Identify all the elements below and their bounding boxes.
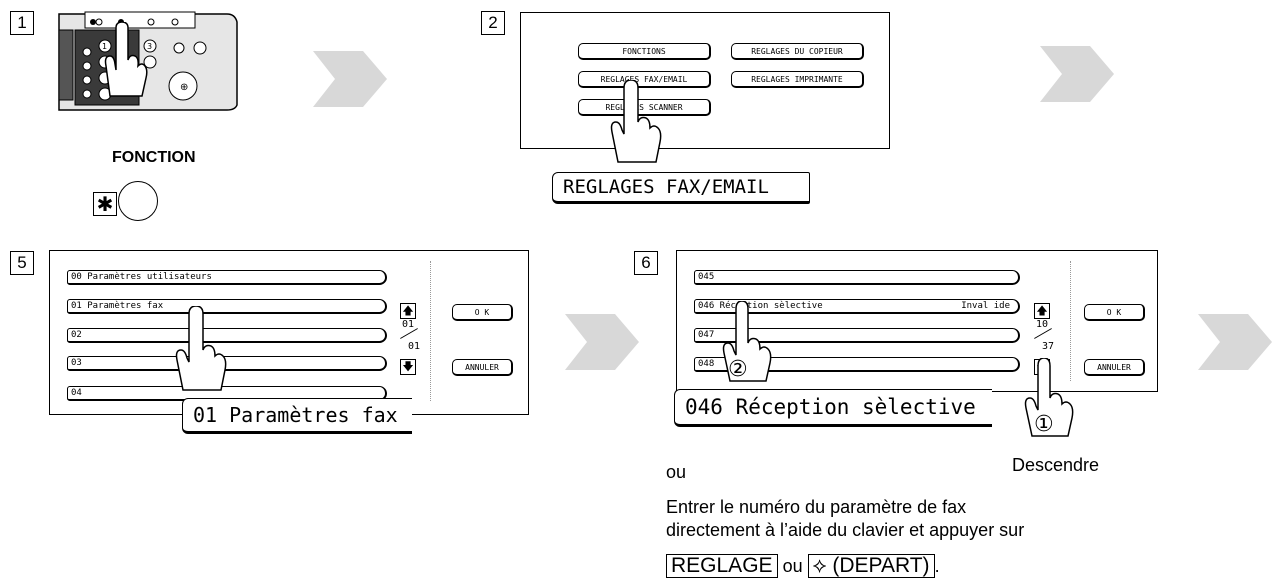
scroll-up-button[interactable]: 🡅 [1034, 303, 1050, 319]
pointing-hand-icon [169, 305, 231, 404]
asterisk-key-icon: ✱ [93, 192, 117, 216]
user-params-panel: 00 Paramètres utilisateurs 01 Paramètres… [49, 250, 529, 415]
selective-reception-callout: 046 Réception sèlective [674, 389, 992, 427]
step-1-caption: FONCTION [112, 149, 196, 166]
next-arrow-icon [1198, 314, 1272, 370]
arrow-down-icon: 🡇 [402, 359, 414, 373]
step-6-number: 6 [634, 251, 658, 275]
marker-2-icon: ② [728, 357, 748, 382]
list-item[interactable]: 02 [67, 328, 387, 343]
svg-text:1: 1 [102, 42, 107, 51]
arrow-up-icon: 🡅 [402, 303, 414, 317]
list-item[interactable]: 045 [694, 270, 1020, 285]
marker-1-icon: ① [1034, 412, 1054, 437]
pointing-hand-icon [1020, 357, 1078, 448]
page-total: 37 [1042, 341, 1055, 352]
svg-text:3: 3 [147, 42, 152, 51]
step-5-number: 5 [10, 251, 34, 275]
next-arrow-icon [313, 51, 387, 107]
menu-fonctions-button[interactable]: FONCTIONS [578, 43, 711, 60]
pointing-hand-icon [96, 21, 148, 110]
fax-email-callout: REGLAGES FAX/EMAIL [552, 172, 810, 204]
menu-scanner-button[interactable]: REGLAGES SCANNER [578, 99, 711, 116]
ok-button[interactable]: O K [1084, 304, 1145, 321]
or-text: ou [666, 462, 687, 482]
next-arrow-icon [565, 314, 639, 370]
menu-copieur-button[interactable]: REGLAGES DU COPIEUR [731, 43, 864, 60]
list-item[interactable]: 00 Paramètres utilisateurs [67, 270, 387, 285]
list-item[interactable]: 01 Paramètres fax [67, 299, 387, 314]
instruction-line-2: directement à l’aide du clavier et appuy… [666, 520, 1025, 540]
reglage-key: REGLAGE [666, 554, 778, 578]
menu-fax-email-button[interactable]: REGLAGES FAX/EMAIL [578, 71, 711, 88]
page-current: 01 [402, 319, 415, 330]
pointing-hand-icon [604, 79, 664, 176]
fax-params-callout: 01 Paramètres fax [182, 398, 412, 434]
ok-button[interactable]: O K [452, 304, 513, 321]
page-current: 10 [1036, 319, 1049, 330]
step-1-number: 1 [10, 11, 34, 35]
next-arrow-icon [1040, 46, 1114, 102]
scroll-up-button[interactable]: 🡅 [400, 303, 416, 319]
pointing-hand-icon [718, 300, 774, 395]
fax-params-panel: 045 046 Réception sèlective Inval ide 04… [676, 250, 1158, 392]
depart-key: ⟡ (DEPART) [807, 554, 935, 578]
cancel-button[interactable]: ANNULER [452, 359, 513, 376]
page-total: 01 [408, 341, 421, 352]
arrow-up-icon: 🡅 [1036, 303, 1048, 317]
scroll-down-button[interactable]: 🡇 [400, 359, 416, 375]
menu-imprimante-button[interactable]: REGLAGES IMPRIMANTE [731, 71, 864, 88]
main-menu-panel: FONCTIONS REGLAGES DU COPIEUR REGLAGES F… [520, 12, 890, 149]
status-value: Inval ide [961, 301, 1010, 311]
key-instructions: REGLAGE ou ⟡ (DEPART). [666, 554, 940, 578]
list-item[interactable]: 03 [67, 356, 387, 371]
list-item[interactable]: 046 Réception sèlective Inval ide [694, 299, 1020, 314]
list-item[interactable]: 047 [694, 328, 1020, 343]
cancel-button[interactable]: ANNULER [1084, 359, 1145, 376]
step-2-number: 2 [481, 11, 505, 35]
svg-text:⊕: ⊕ [180, 82, 188, 93]
scroll-label: Descendre [1012, 455, 1100, 475]
list-item[interactable]: 048 [694, 357, 1020, 372]
instruction-line-1: Entrer le numéro du paramètre de fax [666, 497, 967, 517]
function-key-icon [118, 181, 158, 221]
control-panel-illustration: 1 3 ⊕ [55, 10, 241, 120]
